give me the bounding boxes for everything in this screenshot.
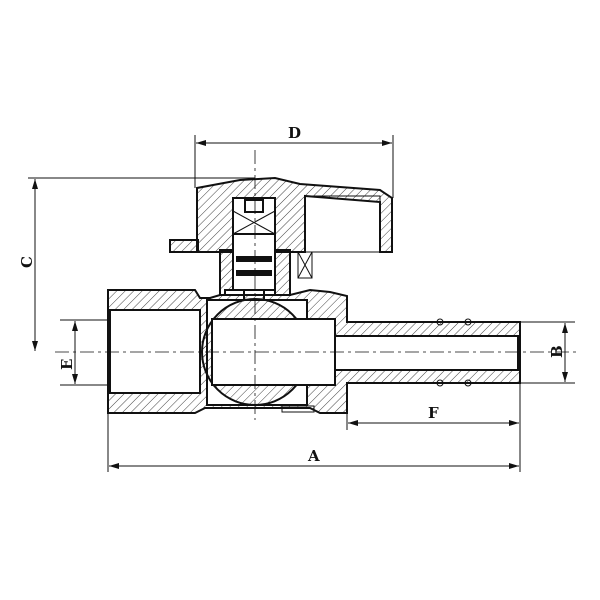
label-b: B [548,345,566,358]
stem [232,197,276,303]
handle [169,176,393,253]
valve-body [107,288,521,414]
extension-lines [28,135,575,472]
label-e: E [58,359,76,370]
label-a: A [307,447,320,465]
label-c: C [18,256,36,268]
label-d: D [288,124,301,142]
stop-pin [297,251,313,279]
label-f: F [428,404,439,422]
